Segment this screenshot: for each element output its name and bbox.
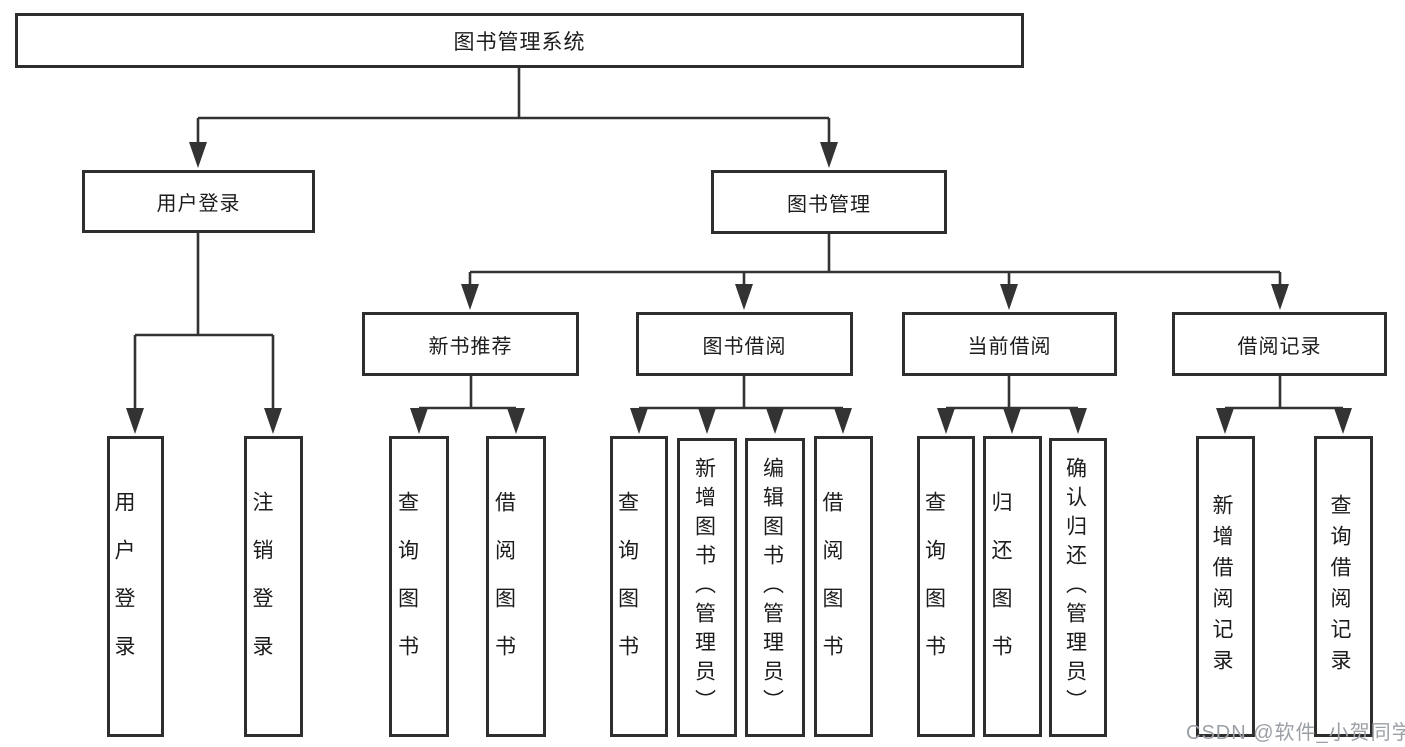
- leaf-add-books-admin-label: 新增图书（管理员）: [692, 457, 716, 718]
- leaf-add-books-admin: 新增图书（管理员）: [677, 438, 737, 737]
- node-current-borrow-label: 当前借阅: [967, 335, 1052, 358]
- leaf-query-borrow-record: 查询借阅记录: [1314, 436, 1373, 737]
- leaf-borrow-query-books: 查询图书: [610, 436, 668, 737]
- node-book-borrow: 图书借阅: [636, 312, 853, 376]
- leaf-borrow-books-label: 借阅图书: [820, 490, 843, 683]
- node-library-system: 图书管理系统: [15, 13, 1024, 68]
- leaf-recommend-query-books-label: 查询图书: [395, 490, 419, 683]
- node-borrow-records-label: 借阅记录: [1237, 335, 1322, 358]
- leaf-borrow-query-books-label: 查询图书: [615, 490, 639, 683]
- leaf-recommend-borrow-books-label: 借阅图书: [492, 490, 516, 683]
- node-current-borrow: 当前借阅: [902, 312, 1117, 376]
- leaf-return-books: 归还图书: [983, 436, 1042, 737]
- leaf-confirm-return-admin-label: 确认归还（管理员）: [1063, 457, 1087, 718]
- leaf-edit-books-admin: 编辑图书（管理员）: [745, 438, 805, 737]
- node-new-book-recommend: 新书推荐: [362, 312, 579, 376]
- node-library-system-label: 图书管理系统: [453, 30, 586, 54]
- node-book-borrow-label: 图书借阅: [702, 335, 787, 358]
- leaf-query-borrow-record-label: 查询借阅记录: [1328, 493, 1351, 680]
- leaf-edit-books-admin-label: 编辑图书（管理员）: [760, 457, 784, 718]
- leaf-user-login: 用户登录: [107, 436, 164, 737]
- leaf-current-query-books-label: 查询图书: [922, 490, 946, 683]
- node-user-login: 用户登录: [82, 170, 315, 233]
- leaf-logout-label: 注销登录: [250, 490, 273, 683]
- leaf-add-borrow-record-label: 新增借阅记录: [1210, 493, 1233, 680]
- leaf-logout: 注销登录: [244, 436, 303, 737]
- leaf-return-books-label: 归还图书: [989, 490, 1012, 683]
- leaf-borrow-books: 借阅图书: [814, 436, 873, 737]
- leaf-recommend-query-books: 查询图书: [389, 436, 449, 737]
- node-user-login-label: 用户登录: [156, 193, 241, 215]
- node-borrow-records: 借阅记录: [1172, 312, 1387, 376]
- node-book-management: 图书管理: [711, 170, 947, 234]
- leaf-user-login-label: 用户登录: [112, 490, 135, 683]
- leaf-confirm-return-admin: 确认归还（管理员）: [1049, 438, 1107, 737]
- leaf-current-query-books: 查询图书: [917, 436, 975, 737]
- leaf-add-borrow-record: 新增借阅记录: [1196, 436, 1255, 737]
- watermark: CSDN @软件_小贺同学: [1186, 722, 1405, 744]
- node-book-management-label: 图书管理: [787, 193, 871, 216]
- node-new-book-recommend-label: 新书推荐: [428, 335, 513, 358]
- leaf-recommend-borrow-books: 借阅图书: [486, 436, 546, 737]
